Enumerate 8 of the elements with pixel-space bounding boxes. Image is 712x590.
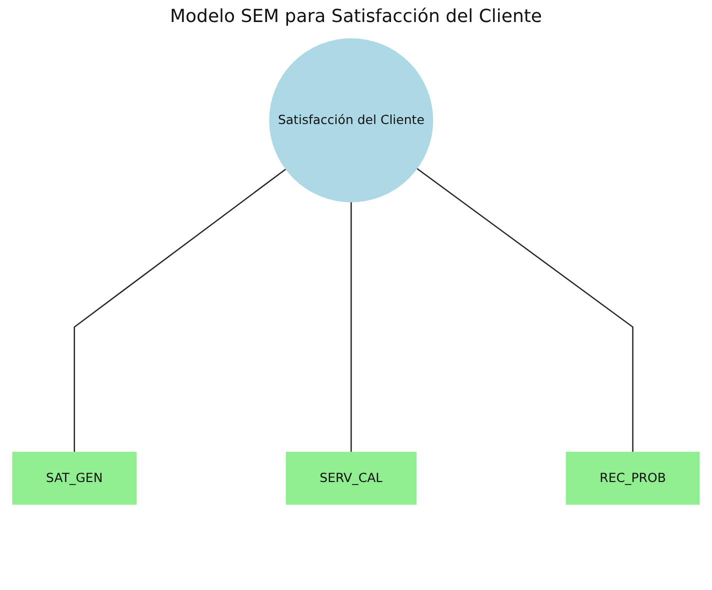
node-box: REC_PROB <box>566 452 700 505</box>
node-box: SAT_GEN <box>12 452 137 505</box>
diagram-title: Modelo SEM para Satisfacción del Cliente <box>168 6 544 29</box>
node-circle: Satisfacción del Cliente <box>269 38 434 202</box>
connector <box>416 168 634 452</box>
connector <box>350 202 352 452</box>
node-box: SERV_CAL <box>286 452 416 505</box>
connector <box>74 168 286 452</box>
